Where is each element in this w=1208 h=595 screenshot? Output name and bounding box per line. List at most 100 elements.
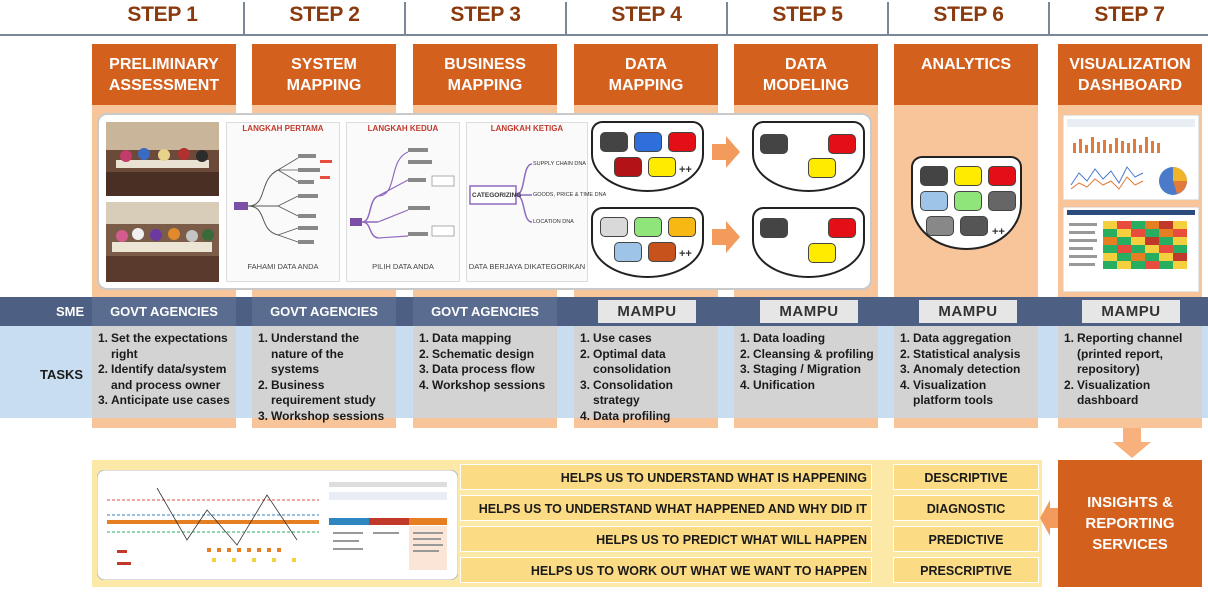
data-block xyxy=(808,243,836,263)
sme-mampu: MAMPU xyxy=(919,300,1017,323)
step-2-label: STEP 2 xyxy=(289,3,360,26)
header-divider xyxy=(0,34,1208,36)
langkah-ketiga-caption: DATA BERJAYA DIKATEGORIKAN xyxy=(468,262,586,271)
data-block xyxy=(988,191,1016,211)
step-7-tasks: 1.Reporting channel (printed report, rep… xyxy=(1058,326,1202,418)
data-block xyxy=(648,157,676,177)
header-separator xyxy=(887,2,889,34)
data-block xyxy=(954,166,982,186)
step-1-tasks: 1.Set the expectations right 2.Identify … xyxy=(92,326,236,418)
task-item: 1.Data mapping xyxy=(419,331,512,345)
header-separator xyxy=(243,2,245,34)
langkah-kedua-title: LANGKAH KEDUA xyxy=(367,124,439,133)
task-item: 4.Data profiling xyxy=(580,408,671,423)
task-item: 4.Unification xyxy=(740,377,816,392)
step-3-tasks: 1.Data mapping 2.Schematic design 3.Data… xyxy=(413,326,557,418)
step-6-tasks: 1.Data aggregation 2.Statistical analysi… xyxy=(894,326,1038,418)
sme-mampu: MAMPU xyxy=(1082,300,1180,323)
task-item: 1.Set the expectations right xyxy=(98,331,228,361)
task-item: 3.Workshop sessions xyxy=(258,408,385,423)
arrow-down-icon xyxy=(1113,428,1151,458)
langkah-kedua-card xyxy=(346,122,460,282)
mind-map-graphic xyxy=(350,148,455,239)
data-block xyxy=(960,216,988,236)
task-item: 4.Workshop sessions xyxy=(419,377,546,392)
arrow-right-icon xyxy=(712,221,740,253)
plus-sign: ++ xyxy=(679,248,692,260)
diagnostic-helps: HELPS US TO UNDERSTAND WHAT HAPPENED AND… xyxy=(460,495,872,542)
step-6-title: ANALYTICS xyxy=(894,44,1038,105)
data-block xyxy=(760,218,788,238)
data-block xyxy=(760,134,788,154)
mind-map-graphic xyxy=(234,154,332,244)
header-separator xyxy=(726,2,728,34)
task-item: 3.Consolidation strategy xyxy=(580,377,674,408)
data-block xyxy=(600,217,628,237)
data-block xyxy=(828,134,856,154)
sme-govt-agencies: GOVT AGENCIES xyxy=(413,297,557,326)
step-4-tasks: 1.Use cases 2.Optimal data consolidation… xyxy=(574,326,718,423)
tasks-label: TASKS xyxy=(40,367,84,382)
workshop-photo xyxy=(106,202,219,282)
step-4-label: STEP 4 xyxy=(611,3,682,26)
prescriptive-helps: HELPS US TO WORK OUT WHAT WE WANT TO HAP… xyxy=(460,557,872,583)
task-item: 1.Use cases xyxy=(580,331,652,345)
data-block xyxy=(920,166,948,186)
step-3-label: STEP 3 xyxy=(450,3,521,26)
category-branch: GOODS, PRICE & TIME DNA xyxy=(533,192,607,198)
step-5-label: STEP 5 xyxy=(772,3,843,26)
workshop-photo xyxy=(106,122,219,196)
category-branch: SUPPLY CHAIN DNA xyxy=(533,161,586,167)
langkah-ketiga-title: LANGKAH KETIGA xyxy=(490,124,564,133)
step-1-label: STEP 1 xyxy=(127,3,198,26)
task-item: 3.Data process flow xyxy=(419,362,535,376)
descriptive-helps: HELPS US TO UNDERSTAND WHAT IS HAPPENING xyxy=(460,464,872,490)
data-block xyxy=(920,191,948,211)
task-item: 2.Statistical analysis xyxy=(900,346,1021,361)
step-2-tasks: 1.Understand the nature of the systems 2… xyxy=(252,326,396,423)
task-item: 1.Data loading xyxy=(740,331,826,345)
categorizing-label: CATEGORIZING xyxy=(472,192,522,199)
task-item: 1.Understand the nature of the systems xyxy=(258,331,360,376)
task-item: 4.Visualization platform tools xyxy=(900,377,994,408)
data-block xyxy=(600,132,628,152)
data-bowl xyxy=(752,121,865,192)
plus-sign: ++ xyxy=(992,226,1005,238)
data-block xyxy=(634,217,662,237)
task-item: 1.Data aggregation xyxy=(900,331,1012,345)
data-block xyxy=(668,132,696,152)
header-separator xyxy=(565,2,567,34)
predictive-helps: HELPS US TO PREDICT WHAT WILL HAPPEN xyxy=(460,526,872,552)
data-block xyxy=(634,132,662,152)
task-item: 3.Anticipate use cases xyxy=(98,393,230,407)
categorizing-diagram xyxy=(469,163,533,223)
data-block xyxy=(668,217,696,237)
task-item: 2.Business requirement study xyxy=(258,377,376,408)
task-item: 3.Staging / Migration xyxy=(740,362,862,376)
diagnostic-label: DIAGNOSTIC xyxy=(893,495,1039,521)
plus-sign: ++ xyxy=(679,164,692,176)
sme-govt-agencies: GOVT AGENCIES xyxy=(92,297,236,326)
data-block xyxy=(614,242,642,262)
step-7-label: STEP 7 xyxy=(1094,3,1165,26)
data-block xyxy=(808,158,836,178)
task-item: 1.Reporting channel (printed report, rep… xyxy=(1064,331,1183,376)
task-item: 3.Anomaly detection xyxy=(900,362,1021,376)
sample-report-image xyxy=(97,470,458,580)
step-5-tasks: 1.Data loading 2.Cleansing & profiling 3… xyxy=(734,326,878,418)
data-block xyxy=(988,166,1016,186)
data-block xyxy=(614,157,642,177)
task-item: 2.Schematic design xyxy=(419,346,535,361)
header-separator xyxy=(404,2,406,34)
sme-label: SME xyxy=(56,304,85,319)
data-block xyxy=(954,191,982,211)
langkah-pertama-caption: FAHAMI DATA ANDA xyxy=(247,262,319,271)
arrow-right-icon xyxy=(712,136,740,168)
sme-govt-agencies: GOVT AGENCIES xyxy=(252,297,396,326)
